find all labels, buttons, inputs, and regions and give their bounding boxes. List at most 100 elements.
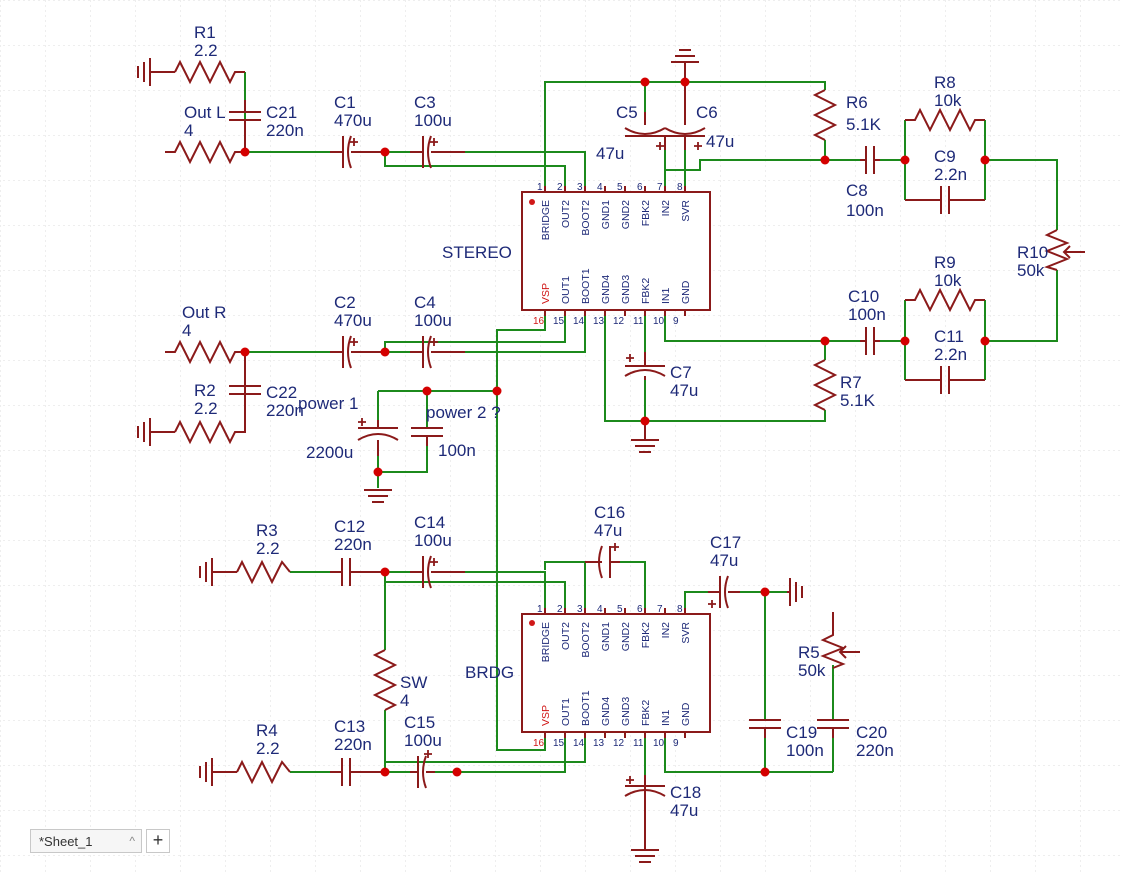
cap-c19 xyxy=(749,719,781,738)
cap-c11 xyxy=(905,366,985,394)
resistor-outr xyxy=(165,339,245,365)
pin-label: IN2 xyxy=(660,622,672,639)
resistor-r2 xyxy=(174,380,246,445)
label-c3-name: C3 xyxy=(414,93,436,112)
pin-number: 11 xyxy=(633,316,644,327)
pin-number: 5 xyxy=(617,604,623,615)
label-r5-value: 50k xyxy=(798,661,826,680)
label-r5-name: R5 xyxy=(798,643,820,662)
label-c16-value: 47u xyxy=(594,521,622,540)
parts xyxy=(137,49,1085,863)
chip-brdg[interactable]: 1BRIDGE16VSP2OUT215OUT13BOOT214BOOT14GND… xyxy=(521,604,711,749)
pin-label: BOOT2 xyxy=(580,200,592,236)
cap-power1 xyxy=(357,420,399,456)
pin-label: GND xyxy=(680,702,692,726)
resistor-r1 xyxy=(174,59,245,85)
label-outl-name: Out L xyxy=(184,103,226,122)
label-power2-name: power 2 ? xyxy=(426,403,501,422)
pin-number: 9 xyxy=(673,316,679,327)
pin-number: 1 xyxy=(537,182,543,193)
label-outr-value: 4 xyxy=(182,321,191,340)
label-c18-name: C18 xyxy=(670,783,701,802)
junctions xyxy=(240,77,990,777)
pin-number: 10 xyxy=(653,316,665,327)
label-c7-name: C7 xyxy=(670,363,692,382)
chip-stereo[interactable]: 1BRIDGE16VSP2OUT215OUT13BOOT214BOOT14GND… xyxy=(521,182,711,327)
pin-number: 2 xyxy=(557,182,563,193)
label-c9-name: C9 xyxy=(934,147,956,166)
pin-number: 11 xyxy=(633,738,644,749)
pin-label: IN1 xyxy=(660,710,672,727)
cap-c20 xyxy=(817,719,849,738)
cap-c15 xyxy=(410,755,435,789)
label-c5-value: 47u xyxy=(596,144,624,163)
label-c4-value: 100u xyxy=(414,311,452,330)
component-labels: R1 2.2 Out L 4 C21 220n C1 470u C3 100u … xyxy=(182,23,1048,820)
label-r7-name: R7 xyxy=(840,373,862,392)
label-c11-value: 2.2n xyxy=(934,345,967,364)
pin-label: BRIDGE xyxy=(540,200,552,240)
label-c4-name: C4 xyxy=(414,293,436,312)
label-c19-value: 100n xyxy=(786,741,824,760)
label-c16-name: C16 xyxy=(594,503,625,522)
label-c21-name: C21 xyxy=(266,103,297,122)
label-outr-name: Out R xyxy=(182,303,226,322)
label-r4-name: R4 xyxy=(256,721,278,740)
pin-number: 9 xyxy=(673,738,679,749)
label-c2-value: 470u xyxy=(334,311,372,330)
cap-c5 xyxy=(624,112,666,150)
label-c5-name: C5 xyxy=(616,103,638,122)
resistor-r3 xyxy=(236,559,291,585)
label-r1-value: 2.2 xyxy=(194,41,218,60)
pin-number: 15 xyxy=(553,316,565,327)
cap-c1 xyxy=(330,135,385,169)
pin-number: 16 xyxy=(533,316,545,327)
pin-label: BOOT2 xyxy=(580,622,592,658)
label-c6-name: C6 xyxy=(696,103,718,122)
chevron-up-icon[interactable]: ^ xyxy=(129,834,135,848)
pin-label: OUT2 xyxy=(560,622,572,650)
cap-power2 xyxy=(411,427,443,446)
cap-c17 xyxy=(708,575,740,609)
label-r8-name: R8 xyxy=(934,73,956,92)
label-c9-value: 2.2n xyxy=(934,165,967,184)
pin-number: 4 xyxy=(597,182,603,193)
potentiometer-r10 xyxy=(1043,229,1085,271)
pin-label: OUT1 xyxy=(560,698,572,726)
pin-number: 6 xyxy=(637,604,643,615)
pin-label: FBK2 xyxy=(640,700,652,726)
cap-c14 xyxy=(410,555,465,589)
label-c12-value: 220n xyxy=(334,535,372,554)
cap-c2 xyxy=(330,335,385,369)
pin-label: FBK2 xyxy=(640,278,652,304)
pin-number: 6 xyxy=(637,182,643,193)
label-c12-name: C12 xyxy=(334,517,365,536)
pin-number: 4 xyxy=(597,604,603,615)
pin-number: 7 xyxy=(657,182,663,193)
label-r9-name: R9 xyxy=(934,253,956,272)
pin-label: GND3 xyxy=(620,697,632,726)
pin-number: 12 xyxy=(613,738,625,749)
label-c22-value: 220n xyxy=(266,401,304,420)
cap-c4 xyxy=(410,335,465,369)
pin-label: SVR xyxy=(680,622,692,644)
resistor-r7 xyxy=(812,359,838,411)
label-c1-name: C1 xyxy=(334,93,356,112)
cap-c18 xyxy=(624,775,666,850)
pin-label: IN2 xyxy=(660,200,672,217)
pin-label: GND3 xyxy=(620,275,632,304)
cap-c12 xyxy=(330,558,385,586)
cap-c9 xyxy=(905,186,985,214)
cap-c13 xyxy=(330,758,385,786)
label-sw-name: SW xyxy=(400,673,427,692)
label-r4-value: 2.2 xyxy=(256,739,280,758)
ground-icon xyxy=(137,49,803,863)
cap-c7 xyxy=(624,352,666,380)
label-sw-value: 4 xyxy=(400,691,409,710)
add-sheet-button[interactable]: + xyxy=(146,829,170,853)
sheet-tab[interactable]: *Sheet_1 ^ xyxy=(30,829,142,853)
resistor-outl xyxy=(165,139,245,165)
label-c8-value: 100n xyxy=(846,201,884,220)
pin-label: IN1 xyxy=(660,288,672,305)
